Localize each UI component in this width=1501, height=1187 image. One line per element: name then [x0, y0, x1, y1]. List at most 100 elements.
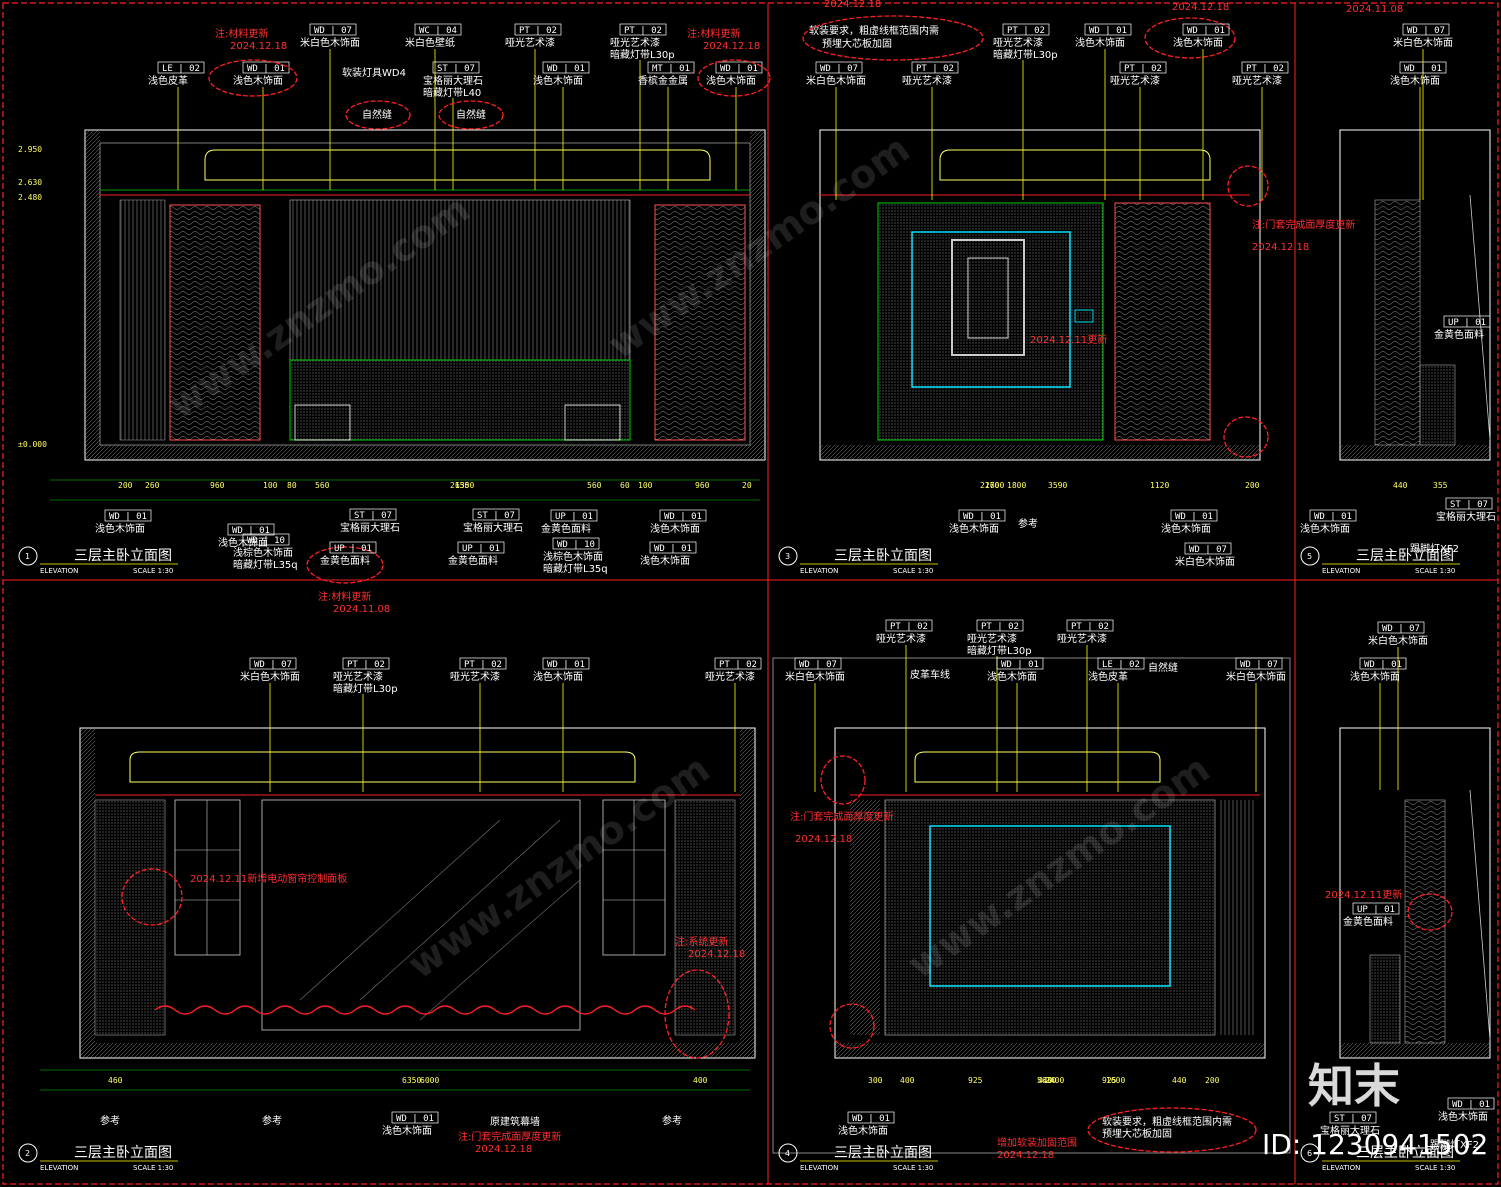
material-tag-box	[342, 657, 390, 670]
material-tag-box	[542, 61, 590, 74]
elevation-scale: SCALE 1:30	[133, 1164, 173, 1172]
revision-note-date: 2024.12.18	[997, 1150, 1054, 1161]
material-tag-box	[885, 619, 933, 632]
material-tag-code: WD | 07	[820, 64, 858, 74]
material-tag-code: WD | 01	[396, 1114, 434, 1124]
dimension-value: 1120	[1150, 481, 1169, 490]
material-tag-code: PT | 02	[1071, 622, 1109, 632]
material-tag-text: 踢脚灯XF2	[1410, 542, 1459, 555]
material-tag-box	[976, 619, 1024, 632]
material-tag-code: WD | 07	[1382, 624, 1420, 634]
material-tag-code: WD | 01	[232, 526, 270, 536]
dimension-value: 925	[968, 1076, 983, 1085]
elevation-marker	[778, 1143, 798, 1163]
dimension-value: 1800	[1007, 481, 1026, 490]
material-tag-box	[659, 509, 707, 522]
material-tag-code: PT | 02	[1124, 64, 1162, 74]
material-tag-code: WD | 01	[247, 64, 285, 74]
material-tag-text: 浅色木饰面	[533, 670, 583, 683]
material-tag-text: 宝格丽大理石	[1436, 510, 1496, 523]
material-tag-box	[1184, 542, 1232, 555]
material-tag-text: 浅色木饰面	[1161, 522, 1211, 535]
material-tag-box	[1377, 621, 1425, 634]
material-tag-box	[227, 523, 275, 536]
material-tag-text: 踢脚灯XF2	[1430, 1138, 1479, 1151]
material-tag-text: 浅色木饰面	[706, 74, 756, 87]
material-tag-code: PT | 02	[464, 660, 502, 670]
elevation-scale: SCALE 1:30	[1415, 1164, 1455, 1172]
revision-note: 注:系统更新	[675, 935, 728, 948]
material-tag-code: WD | 01	[1452, 1100, 1490, 1110]
material-tag-code: WD | 07	[1189, 545, 1227, 555]
material-tag-box	[514, 23, 562, 36]
image-id: ID: 1230941502	[1262, 1128, 1489, 1161]
material-tag-box	[1066, 619, 1114, 632]
panel-3	[819, 129, 1261, 461]
elevation-number: 2	[25, 1149, 30, 1158]
curtain-wall-label: 原建筑幕墙	[490, 1115, 540, 1128]
material-tag-text: 宝格丽大理石	[340, 521, 400, 534]
material-tag-code: WD | 01	[1001, 660, 1039, 670]
material-tag-box	[1399, 61, 1447, 74]
elevation-scale: SCALE 1:30	[893, 567, 933, 575]
material-tag-code: PT | 02	[519, 26, 557, 36]
level-mark: 2.630	[18, 178, 42, 187]
material-tag-text: 浅色木饰面	[949, 522, 999, 535]
material-tag-box	[391, 1111, 439, 1124]
revision-note: 2024.12.11更新	[1325, 888, 1402, 901]
material-tag-code: WD | 07	[254, 660, 292, 670]
revision-note-date: 2024.12.18	[1252, 242, 1309, 253]
material-tag-box	[459, 657, 507, 670]
revision-cloud	[1227, 165, 1269, 207]
material-tag-text: 米白色木饰面	[240, 670, 300, 683]
material-tag-code: WD | 01	[547, 64, 585, 74]
revision-cloud	[1144, 17, 1236, 59]
joint-note: 自然缝	[456, 108, 486, 121]
material-tag-box	[457, 541, 505, 554]
material-tag-box	[647, 61, 695, 74]
dimension-value: 460	[108, 1076, 123, 1085]
material-tag-box	[715, 61, 763, 74]
dimension-value: 60	[620, 481, 630, 490]
elevation-number: 6	[1307, 1149, 1312, 1158]
revision-note-date: 2024.12.18	[795, 834, 852, 845]
material-tag-text: 金黄色面料	[1343, 915, 1393, 928]
elevation-title: 三层主卧立面图	[74, 548, 172, 564]
level-mark: 2.480	[18, 193, 42, 202]
material-tag-text: 米白色木饰面	[1175, 555, 1235, 568]
material-tag-text: 浅色皮革	[148, 74, 188, 87]
material-tag-box	[249, 657, 297, 670]
material-tag-code: PT | 02	[719, 660, 757, 670]
brand-watermark: 知末	[1308, 1059, 1400, 1113]
dimension-value: 440	[1393, 481, 1408, 490]
material-tag-box	[104, 509, 152, 522]
revision-note: 注:门套完成面厚度更新	[1252, 218, 1355, 231]
material-tag-box	[619, 23, 667, 36]
dimension-value: 400	[693, 1076, 708, 1085]
dimension-value: 6000	[420, 1076, 439, 1085]
revision-note-date: 2024.11.08	[1346, 4, 1403, 15]
softfurnish-note: 软装要求，粗虚线框范围内需	[1102, 1115, 1232, 1128]
material-tag-box	[815, 61, 863, 74]
material-tag-code: LE | 02	[1102, 660, 1140, 670]
dimension-value: 1600	[1106, 1076, 1125, 1085]
panel-5	[1339, 129, 1491, 461]
revision-note: 注:材料更新	[215, 27, 268, 40]
material-tag-box	[714, 657, 762, 670]
revision-note-date: 2024.12.18	[230, 41, 287, 52]
material-tag-box	[472, 508, 520, 521]
material-tag-box	[242, 533, 290, 546]
dimension-value: 100	[638, 481, 653, 490]
material-tag-text-2: 暗藏灯带L30p	[967, 644, 1032, 657]
revision-note-date: 2024.12.18	[688, 949, 745, 960]
elevation-title: 三层主卧立面图	[1356, 1145, 1454, 1161]
material-tag-box	[329, 541, 377, 554]
revision-note: 2024.12.11更新	[1030, 333, 1107, 346]
material-tag-code: WD | 01	[963, 512, 1001, 522]
dimension-value: 5630	[1037, 1076, 1056, 1085]
material-tag-code: ST | 07	[477, 511, 515, 521]
elevation-marker	[778, 546, 798, 566]
material-tag-text: 哑光艺术漆	[1110, 74, 1160, 87]
